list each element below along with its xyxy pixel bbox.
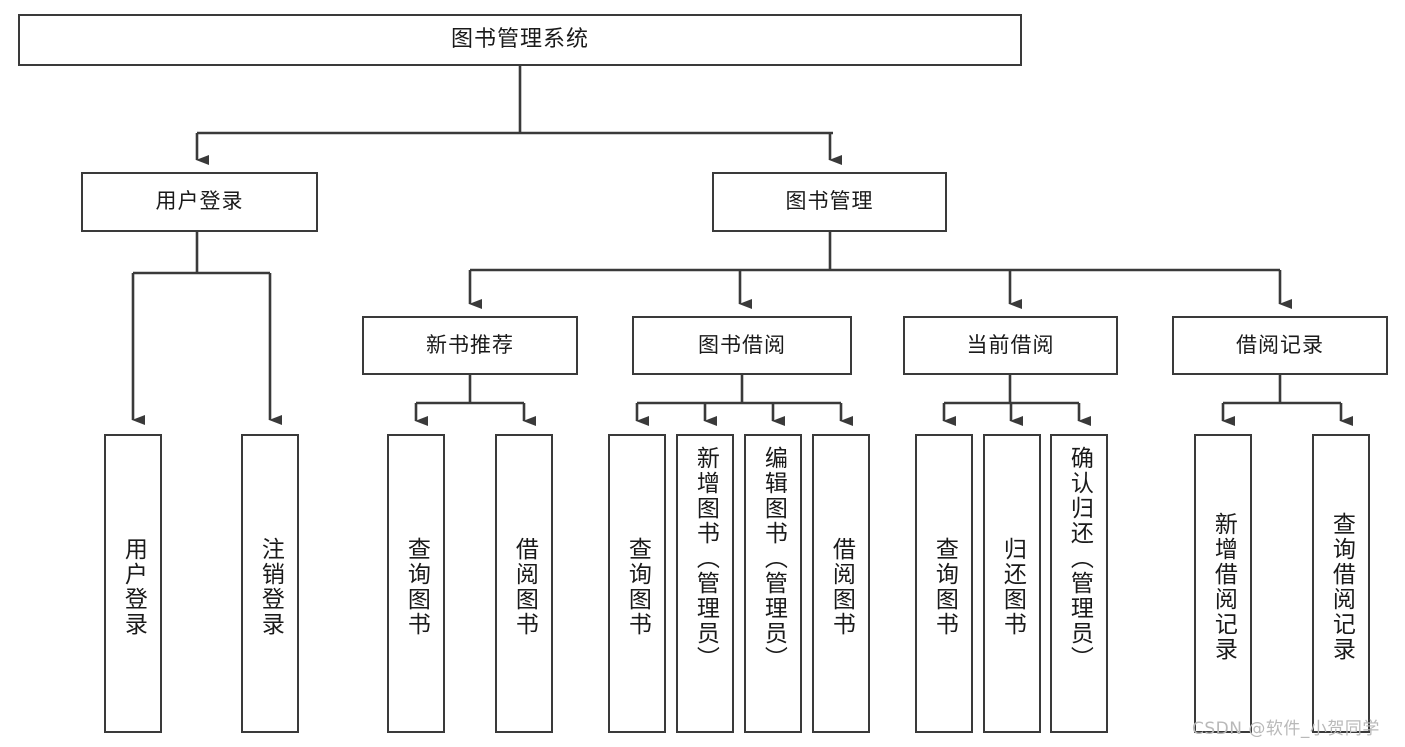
node-leaf-query-book-2[interactable]: 查询图书: [608, 434, 666, 733]
node-leaf-return-book-label: 归还图书: [999, 536, 1026, 637]
node-leaf-add-book[interactable]: 新增图书（管理员）: [676, 434, 734, 733]
node-leaf-add-record[interactable]: 新增借阅记录: [1194, 434, 1252, 733]
node-leaf-return-book[interactable]: 归还图书: [983, 434, 1041, 733]
leaf-content: 查询借阅记录: [1314, 442, 1368, 731]
node-book-borrow-label: 图书借阅: [698, 332, 786, 357]
node-borrow-record[interactable]: 借阅记录: [1172, 316, 1388, 375]
leaf-content: 借阅图书: [497, 442, 551, 731]
node-leaf-logout-label: 注销登录: [257, 536, 284, 637]
leaf-content: 用户登录: [106, 442, 160, 731]
node-leaf-confirm-return-label: 确认归还（管理员）: [1066, 446, 1093, 671]
node-leaf-confirm-return[interactable]: 确认归还（管理员）: [1050, 434, 1108, 733]
node-root-label: 图书管理系统: [450, 26, 589, 52]
node-leaf-add-book-label: 新增图书（管理员）: [692, 446, 719, 671]
node-leaf-user-login[interactable]: 用户登录: [104, 434, 162, 733]
node-borrow-record-label: 借阅记录: [1236, 332, 1324, 357]
node-leaf-borrow-book-2-label: 借阅图书: [828, 536, 855, 637]
node-new-book-rec[interactable]: 新书推荐: [362, 316, 578, 375]
node-new-book-rec-label: 新书推荐: [426, 332, 514, 357]
node-leaf-query-book-3[interactable]: 查询图书: [915, 434, 973, 733]
leaf-content: 查询图书: [610, 442, 664, 731]
node-leaf-query-book-1-label: 查询图书: [403, 536, 430, 637]
node-leaf-query-record-label: 查询借阅记录: [1328, 511, 1355, 662]
node-leaf-borrow-book-2[interactable]: 借阅图书: [812, 434, 870, 733]
leaf-content: 确认归还（管理员）: [1052, 442, 1106, 735]
node-leaf-query-book-2-label: 查询图书: [624, 536, 651, 637]
node-leaf-borrow-book-1[interactable]: 借阅图书: [495, 434, 553, 733]
node-user-login-label: 用户登录: [155, 189, 244, 214]
node-leaf-query-record[interactable]: 查询借阅记录: [1312, 434, 1370, 733]
node-leaf-logout[interactable]: 注销登录: [241, 434, 299, 733]
node-book-manage[interactable]: 图书管理: [712, 172, 947, 232]
node-leaf-borrow-book-1-label: 借阅图书: [511, 536, 538, 637]
leaf-content: 归还图书: [985, 442, 1039, 731]
leaf-content: 借阅图书: [814, 442, 868, 731]
node-root[interactable]: 图书管理系统: [18, 14, 1022, 66]
node-book-borrow[interactable]: 图书借阅: [632, 316, 852, 375]
node-leaf-user-login-label: 用户登录: [120, 536, 147, 637]
leaf-content: 新增借阅记录: [1196, 442, 1250, 731]
leaf-content: 查询图书: [917, 442, 971, 731]
node-leaf-edit-book-label: 编辑图书（管理员）: [760, 446, 787, 671]
node-leaf-query-book-3-label: 查询图书: [931, 536, 958, 637]
leaf-content: 查询图书: [389, 442, 443, 731]
leaf-content: 注销登录: [243, 442, 297, 731]
node-leaf-add-record-label: 新增借阅记录: [1210, 511, 1237, 662]
node-user-login[interactable]: 用户登录: [81, 172, 318, 232]
csdn-watermark: CSDN @软件_小贺同学: [1192, 719, 1380, 739]
node-leaf-edit-book[interactable]: 编辑图书（管理员）: [744, 434, 802, 733]
leaf-content: 编辑图书（管理员）: [746, 442, 800, 735]
node-book-manage-label: 图书管理: [785, 189, 874, 214]
node-current-borrow[interactable]: 当前借阅: [903, 316, 1118, 375]
node-current-borrow-label: 当前借阅: [966, 332, 1055, 357]
node-leaf-query-book-1[interactable]: 查询图书: [387, 434, 445, 733]
leaf-content: 新增图书（管理员）: [678, 442, 732, 735]
